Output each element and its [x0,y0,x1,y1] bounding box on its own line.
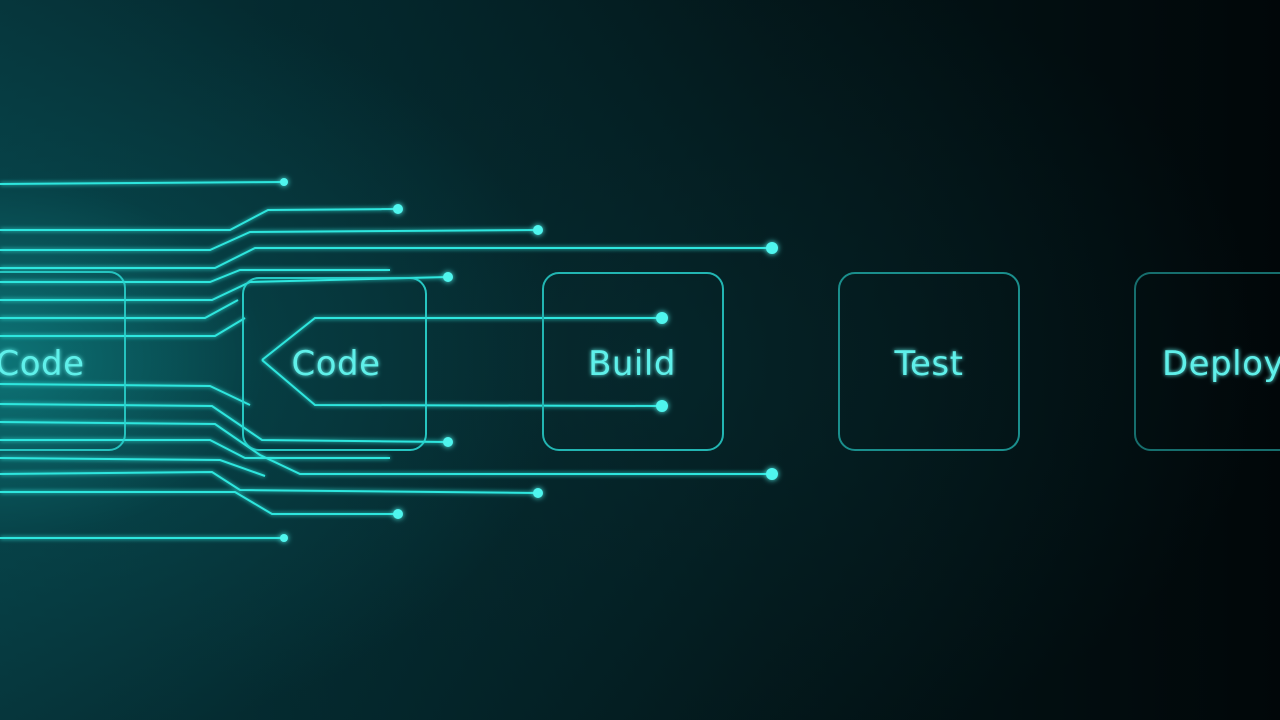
trace-line [261,359,663,407]
circuit-traces [0,181,772,539]
trace-dot [393,509,403,519]
stage-label-build: Build [588,344,676,384]
trace-dot [533,488,543,498]
stage-box-deploy [1134,272,1280,451]
trace-line [0,317,246,337]
trace-line [0,421,772,475]
trace-line [0,403,449,443]
trace-line [0,229,539,251]
trace-dot [766,242,778,254]
trace-dot [443,437,453,447]
trace-dot [656,400,668,412]
stage-label-code: Code [291,344,380,384]
trace-line [0,276,449,301]
stage-label-test: Test [894,344,964,384]
trace-endpoints [280,178,778,542]
trace-dot [393,204,403,214]
trace-dot [766,468,778,480]
trace-dot [280,534,288,542]
trace-line [0,181,285,185]
trace-line [0,457,266,477]
stage-label-deploy: Deploy [1162,344,1280,384]
trace-line [0,208,399,231]
stage-box-code-partial [0,271,126,451]
trace-dot [656,312,668,324]
stage-label-code-partial: Code [0,344,85,384]
trace-line [0,247,772,269]
trace-dot [443,272,453,282]
trace-line [0,383,251,406]
trace-line [261,317,662,361]
trace-line [0,269,390,283]
trace-line [0,491,398,515]
stage-box-test [838,272,1020,451]
stage-box-code [242,277,427,451]
trace-line [0,470,539,494]
stage-box-build [542,272,724,451]
trace-dot [280,178,288,186]
trace-line [0,299,239,319]
trace-line [0,439,390,459]
trace-dot [533,225,543,235]
stage-boxes [0,271,1280,451]
